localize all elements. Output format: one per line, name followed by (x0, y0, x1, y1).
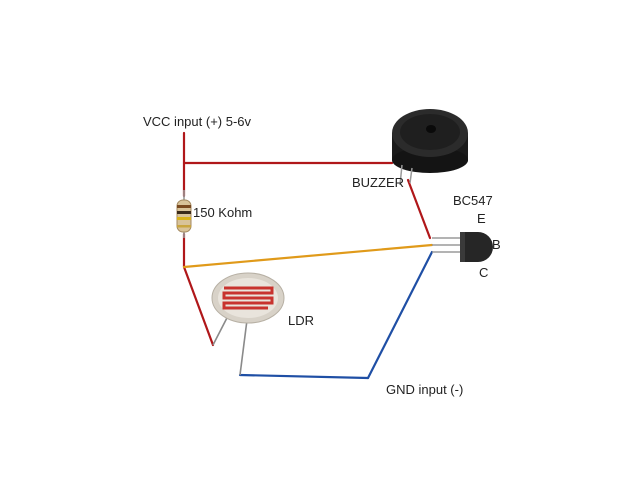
ldr-label: LDR (288, 313, 315, 328)
buzzer-wire-down (406, 178, 432, 240)
resistor-icon (176, 190, 192, 238)
transistor-icon (432, 232, 493, 262)
vcc-label: VCC input (+) 5-6v (143, 114, 252, 129)
base-wire (182, 243, 434, 269)
buzzer-icon (392, 109, 468, 186)
buzzer-label: BUZZER (352, 175, 404, 190)
transistor-label: BC547 (453, 193, 493, 208)
gnd-label: GND input (-) (386, 382, 464, 397)
ldr-wire-top (182, 265, 215, 347)
resistor-label: 150 Kohm (193, 205, 253, 220)
ldr-icon (211, 272, 285, 324)
pin-b-label: B (492, 237, 501, 252)
pin-c-label: C (479, 265, 489, 280)
gnd-wire-horizontal (238, 373, 370, 380)
collector-wire (366, 250, 434, 380)
vcc-wires (182, 131, 432, 347)
pin-e-label: E (477, 211, 486, 226)
gnd-wires (238, 250, 434, 380)
